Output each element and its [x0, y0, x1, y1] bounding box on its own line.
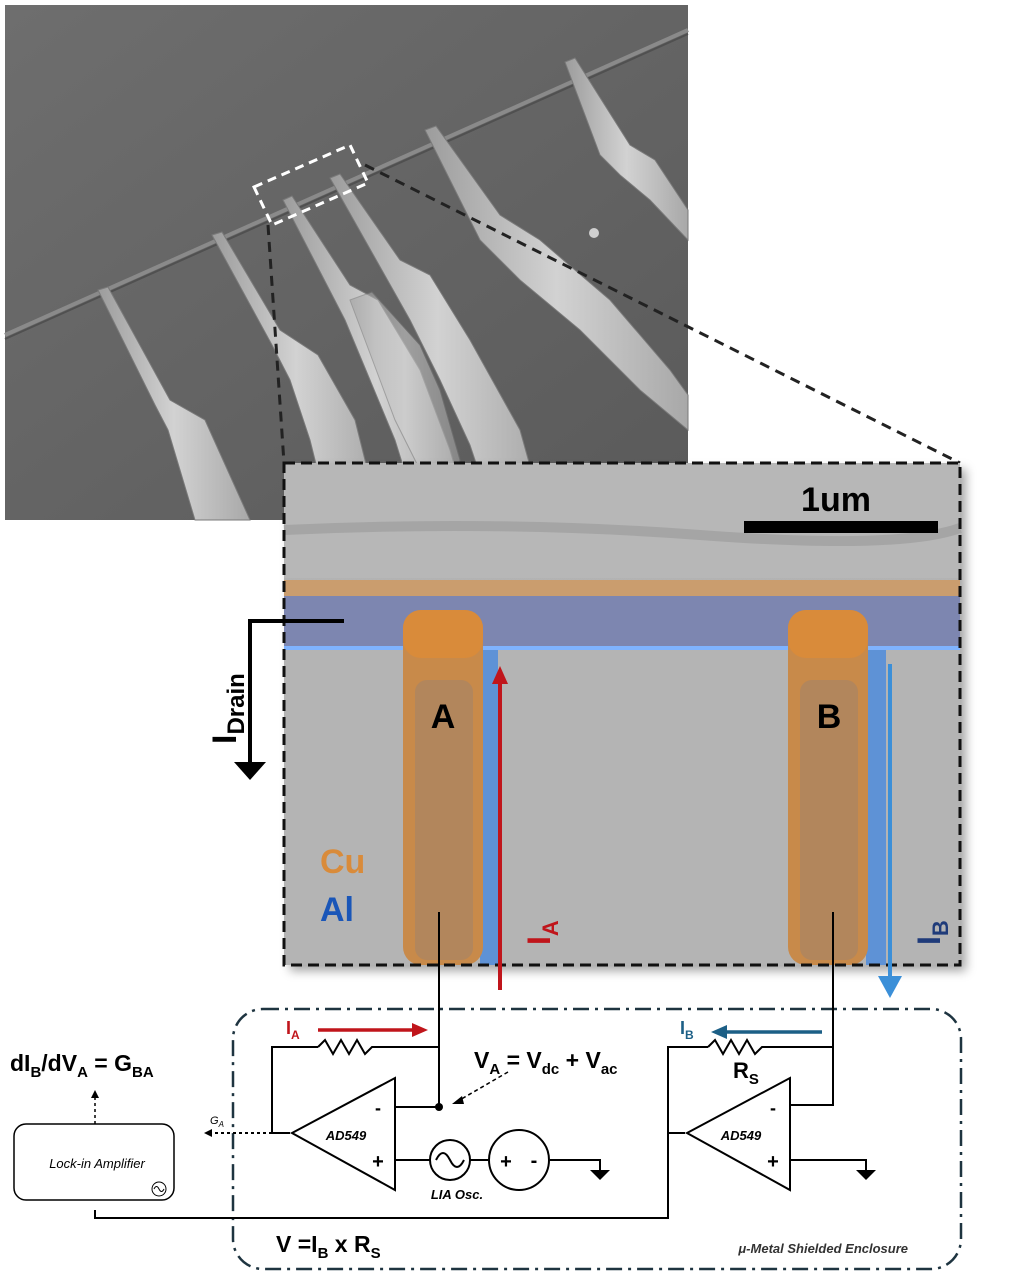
ia-sem-label: IA	[521, 920, 563, 945]
opamp-left-label: AD549	[325, 1128, 367, 1143]
lockin-label: Lock-in Amplifier	[49, 1156, 145, 1171]
zoom-connector-lines	[266, 163, 961, 465]
feedback-resistor-b	[707, 1037, 768, 1057]
electrode-label-b: B	[817, 698, 842, 736]
debris-particle	[589, 228, 599, 238]
circuit-wires	[94, 912, 867, 1219]
lock-in-amplifier	[13, 1123, 175, 1201]
va-pointer-arrow	[452, 1071, 509, 1104]
sem-overview-image	[4, 5, 689, 521]
opamp-left: AD549 - +	[289, 1076, 396, 1192]
enclosure-label: μ-Metal Shielded Enclosure	[737, 1241, 908, 1256]
ia-sem-arrow	[492, 666, 508, 990]
dc-source-plus: +	[500, 1151, 512, 1173]
legend-al: Al	[320, 891, 354, 929]
scale-bar-label: 1um	[801, 481, 871, 519]
ga-label: GA	[210, 1115, 224, 1129]
scale-bar	[744, 521, 938, 533]
legend-cu: Cu	[320, 843, 365, 881]
ga-signal-arrow	[204, 1129, 212, 1137]
electrode-a	[403, 610, 498, 965]
electrode-b	[788, 610, 886, 965]
opamp-left-plus: +	[372, 1151, 384, 1173]
ia-circuit-label: IA	[286, 1018, 300, 1042]
ib-circuit-arrow	[711, 1025, 822, 1039]
zoom-frame	[282, 461, 962, 967]
probe-tips	[97, 57, 689, 521]
v-ib-rs-equation: V =IB x RS	[276, 1231, 381, 1262]
va-equation: VA = Vdc + Vac	[474, 1047, 618, 1078]
drain-current-arrow	[234, 619, 344, 780]
dc-voltage-source	[488, 1129, 550, 1191]
opamp-right-label: AD549	[720, 1128, 762, 1143]
ground-symbol-left	[590, 1170, 610, 1180]
feedback-resistor-a	[317, 1037, 378, 1057]
lia-osc-label: LIA Osc.	[431, 1187, 483, 1202]
sem-zoom-content: 1um A B Cu Al	[282, 461, 962, 967]
drain-current-label: IDrain	[206, 673, 250, 744]
electrode-label-a: A	[431, 698, 456, 736]
opamp-right-plus: +	[767, 1151, 779, 1173]
lia-oscillator	[429, 1139, 471, 1181]
copper-strip	[284, 580, 960, 596]
ia-circuit-arrow	[318, 1023, 428, 1037]
opamp-left-minus: -	[375, 1098, 381, 1118]
ground-symbol-right	[856, 1170, 876, 1180]
shielded-enclosure	[231, 1007, 963, 1271]
va-node	[435, 1103, 443, 1111]
ib-sem-arrow	[878, 664, 902, 998]
ib-circuit-label: IB	[680, 1018, 694, 1042]
ib-sem-label: IB	[911, 920, 953, 945]
lockin-output-arrow	[91, 1090, 99, 1124]
opamp-right: AD549 - +	[684, 1076, 791, 1192]
rs-label: RS	[733, 1058, 759, 1088]
opamp-right-minus: -	[770, 1098, 776, 1118]
dc-source-minus: -	[531, 1150, 538, 1172]
lockin-sine-icon	[151, 1181, 167, 1197]
gba-equation: dIB/dVA = GBA	[10, 1050, 154, 1081]
